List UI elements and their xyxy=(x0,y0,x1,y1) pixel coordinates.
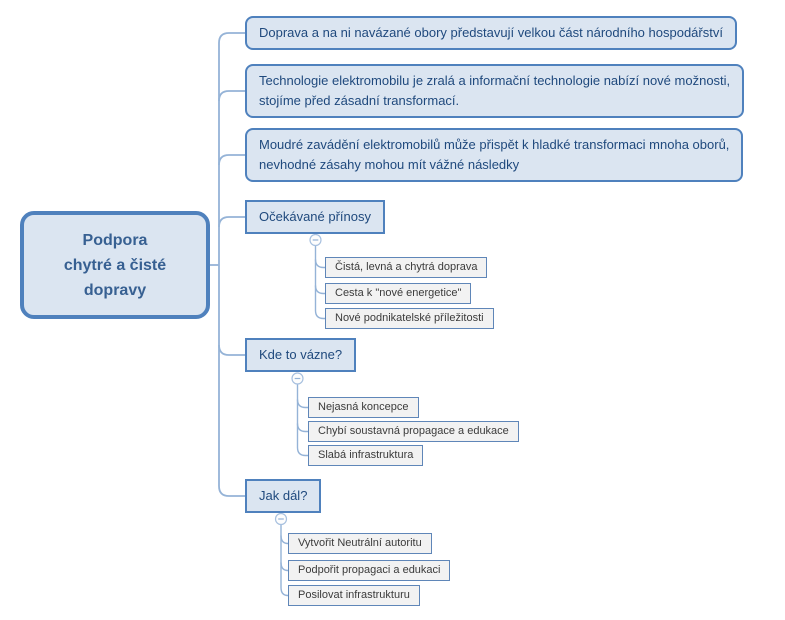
subtopic-node[interactable]: Nové podnikatelské příležitosti xyxy=(325,308,494,329)
subtopic-trunk xyxy=(314,245,325,320)
subtopic-node[interactable]: Nejasná koncepce xyxy=(308,397,419,418)
subtopic-node[interactable]: Cesta k "nové energetice" xyxy=(325,283,472,304)
branch-elbow xyxy=(218,90,245,102)
topic-node-vazne[interactable]: Kde to vázne? xyxy=(245,338,357,372)
branch-node-2[interactable]: Technologie elektromobilu je zralá a inf… xyxy=(245,64,745,118)
branch-text-line: Technologie elektromobilu je zralá a inf… xyxy=(259,73,731,88)
collapse-toggle[interactable] xyxy=(291,372,304,385)
subtopic-elbow xyxy=(280,562,289,572)
collapse-toggle[interactable] xyxy=(274,512,288,526)
subtopic-trunk xyxy=(280,524,289,597)
subtopic-trunk xyxy=(296,384,308,457)
subtopic-node[interactable]: Chybí soustavná propagace a edukace xyxy=(308,421,519,442)
branch-elbow xyxy=(218,344,245,356)
branch-text-line: Doprava a na ni navázané obory představu… xyxy=(259,25,723,40)
branch-node-3[interactable]: Moudré zavádění elektromobilů může přisp… xyxy=(245,128,744,182)
collapse-toggle[interactable] xyxy=(309,233,322,247)
root-title-line: dopravy xyxy=(83,281,147,299)
subtopic-node[interactable]: Slabá infrastruktura xyxy=(308,445,424,466)
branch-node-1[interactable]: Doprava a na ni navázané obory představu… xyxy=(245,16,737,50)
root-title-line: chytré a čisté xyxy=(63,256,167,274)
subtopic-node[interactable]: Čistá, levná a chytrá doprava xyxy=(325,257,488,278)
branch-text-line: stojíme před zásadní transformací. xyxy=(259,93,460,108)
main-trunk xyxy=(218,32,245,497)
subtopic-elbow xyxy=(296,423,308,433)
branch-elbow xyxy=(218,216,245,228)
subtopic-node[interactable]: Vytvořit Neutrální autoritu xyxy=(288,533,432,554)
branch-text-line: nevhodné zásahy mohou mít vážné následky xyxy=(259,157,520,172)
subtopic-elbow xyxy=(296,399,308,409)
branch-text-line: Moudré zavádění elektromobilů může přisp… xyxy=(259,137,730,152)
subtopic-elbow xyxy=(314,285,325,295)
subtopic-elbow xyxy=(314,259,325,269)
topic-node-jak-dal[interactable]: Jak dál? xyxy=(245,479,322,513)
subtopic-node[interactable]: Posilovat infrastrukturu xyxy=(288,585,420,606)
subtopic-elbow xyxy=(280,535,289,545)
topic-node-prinosy[interactable]: Očekávané přínosy xyxy=(245,200,386,234)
root-title-line: Podpora xyxy=(82,231,148,249)
root-node[interactable]: Podpora chytré a čisté dopravy xyxy=(20,211,210,319)
subtopic-node[interactable]: Podpořit propagaci a edukaci xyxy=(288,560,451,581)
branch-elbow xyxy=(218,154,245,166)
